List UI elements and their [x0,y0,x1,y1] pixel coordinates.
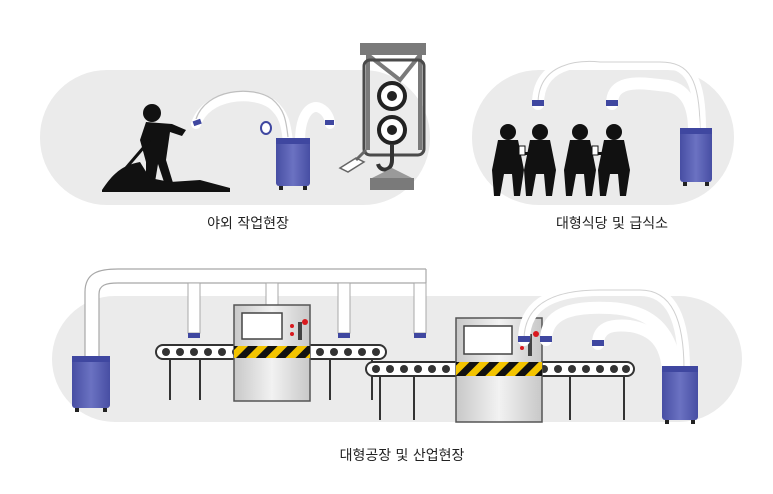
cafeteria-caption: 대형식당 및 급식소 [556,216,668,232]
outdoor-hose-right [295,102,335,147]
factory-scene: 대형공장 및 산업현장 [52,268,742,464]
factory-cooler-unit-left [72,356,110,412]
outdoor-hose-nozzle-ring [260,121,272,135]
shovel [124,139,152,169]
outdoor-caption: 야외 작업현장 [207,216,289,232]
factory-caption: 대형공장 및 산업현장 [340,448,465,464]
factory-hose-lower [592,319,674,376]
worker-silhouette [102,104,230,192]
cafeteria-cooler-unit [680,128,712,186]
outdoor-cooler-unit [276,138,310,190]
factory-machine-1 [233,304,311,402]
factory-hose-middle [540,301,682,376]
factory-cooler-unit-right [662,366,698,424]
cafeteria-scene: 대형식당 및 급식소 [472,55,734,232]
factory-overhead-duct [85,269,426,358]
outdoor-scene: 야외 작업현장 [40,43,430,232]
crane-hoist [338,43,426,190]
cafeteria-hose-lower [606,77,700,136]
outdoor-hose-left [191,91,293,147]
diners-silhouettes [492,124,630,196]
